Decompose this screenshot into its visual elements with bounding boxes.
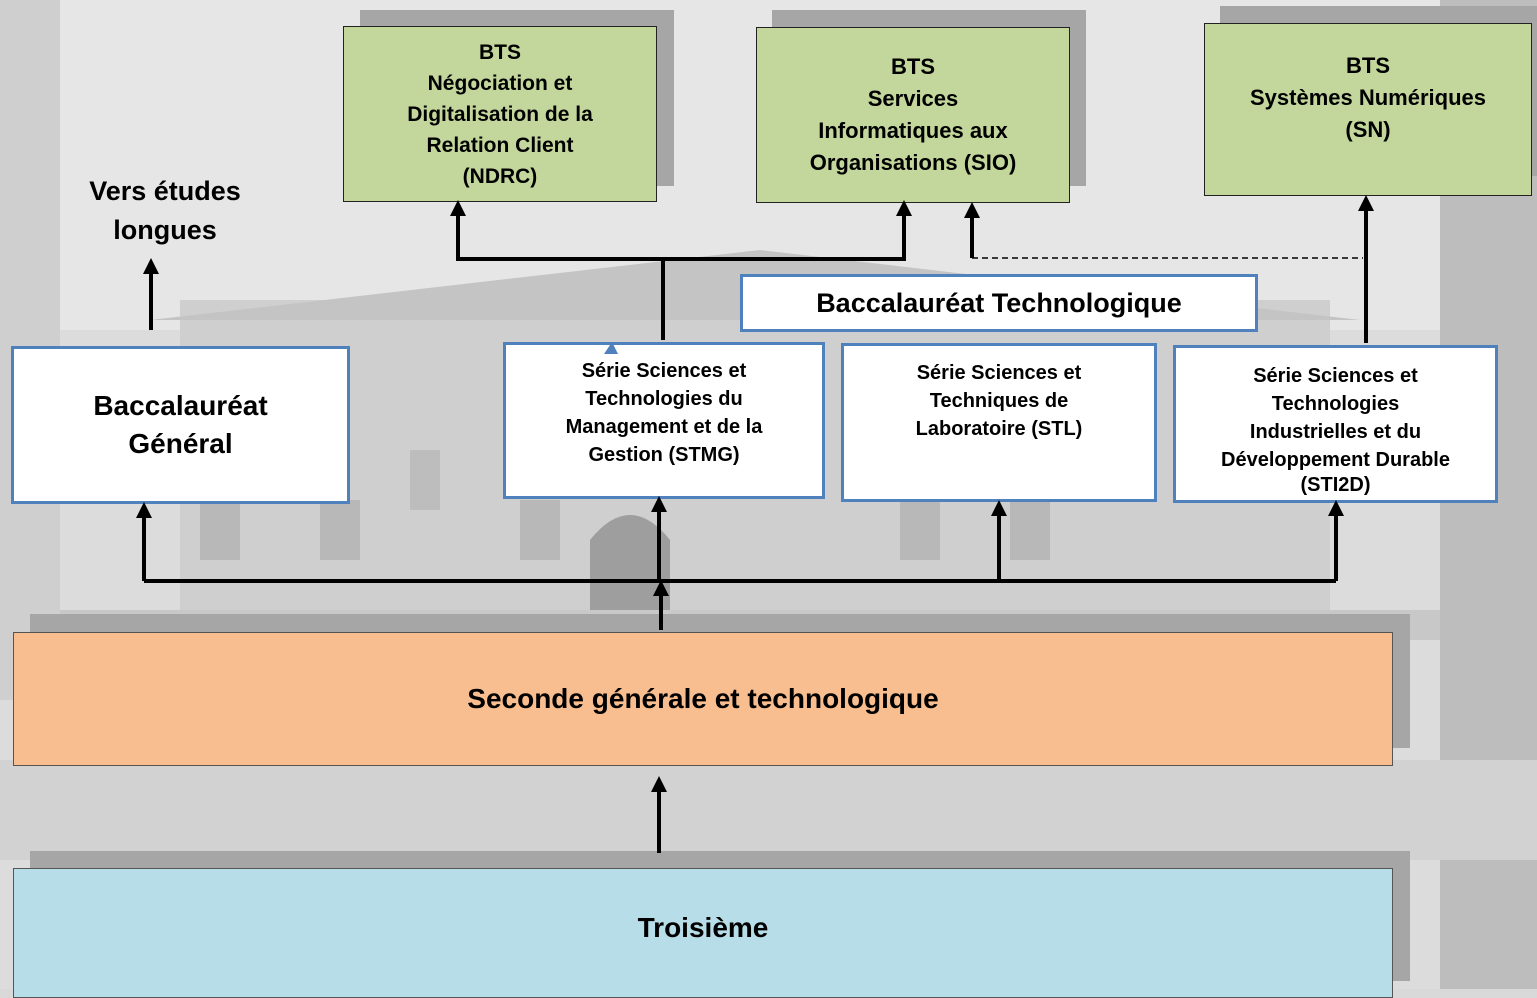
- bts-sio-box: BTS Services Informatiques aux Organisat…: [756, 27, 1070, 203]
- bts-sn-text: BTS Systèmes Numériques (SN): [1250, 52, 1486, 142]
- bac-techno-label: Baccalauréat Technologique: [740, 274, 1258, 332]
- troisieme-box: Troisième: [13, 868, 1393, 998]
- vers-etudes-longues: Vers études longues: [89, 176, 241, 245]
- bts-sn-box: BTS Systèmes Numériques (SN): [1204, 23, 1532, 196]
- bts-ndrc-text: BTS Négociation et Digitalisation de la …: [407, 40, 593, 188]
- bac-general-text: Baccalauréat Général: [93, 390, 268, 459]
- serie-stl-text: Série Sciences et Techniques de Laborato…: [915, 362, 1083, 440]
- bts-ndrc-box: BTS Négociation et Digitalisation de la …: [343, 26, 657, 202]
- serie-stmg-text: Série Sciences et Technologies du Manage…: [565, 360, 763, 466]
- seconde-box: Seconde générale et technologique: [13, 632, 1393, 766]
- bac-general-box: Baccalauréat Général: [11, 346, 350, 504]
- serie-sti2d-box: Série Sciences et Technologies Industrie…: [1173, 345, 1498, 503]
- serie-sti2d-text: Série Sciences et Technologies Industrie…: [1221, 365, 1450, 496]
- serie-stmg-box: Série Sciences et Technologies du Manage…: [503, 342, 825, 499]
- bts-sio-text: BTS Services Informatiques aux Organisat…: [809, 54, 1017, 175]
- serie-stl-box: Série Sciences et Techniques de Laborato…: [841, 343, 1157, 502]
